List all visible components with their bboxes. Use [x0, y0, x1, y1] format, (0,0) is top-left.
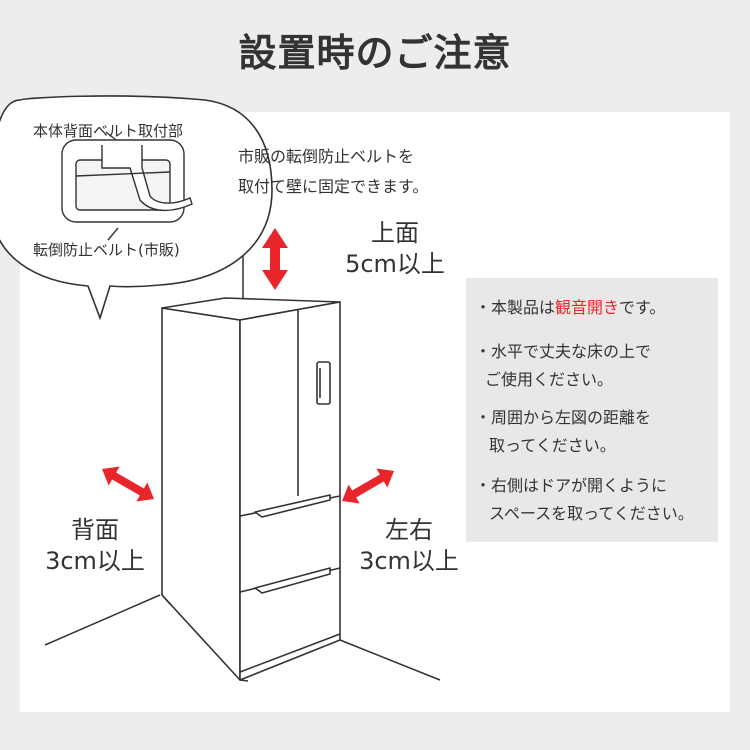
- belt-note: 市販の転倒防止ベルトを 取付て壁に固定できます。: [238, 142, 428, 202]
- info-item-distance: ・周囲から左図の距離を 取ってください。: [475, 404, 651, 460]
- belt-note-line1: 市販の転倒防止ベルトを: [238, 147, 415, 166]
- info-item2-line2: ご使用ください。: [485, 370, 614, 389]
- bubble-label-belt: 転倒防止ベルト(市販): [33, 241, 180, 259]
- info-item4-line1: ・右側はドアが開くように: [475, 476, 668, 495]
- info-item4-line2: スペースを取ってください。: [489, 504, 694, 523]
- info-item-floor: ・水平で丈夫な床の上で ご使用ください。: [475, 338, 651, 394]
- side-clearance-value: 3cm以上: [359, 547, 459, 575]
- info-box: [466, 278, 718, 542]
- top-clearance-label: 上面 5cm以上: [330, 218, 460, 280]
- info-item1-highlight: 観音開き: [555, 298, 620, 317]
- side-clearance-title: 左右: [385, 516, 433, 544]
- belt-bracket-illustration: [61, 131, 193, 241]
- bubble-label-bracket: 本体背面ベルト取付部: [33, 122, 184, 140]
- back-clearance-title: 背面: [71, 516, 119, 544]
- info-item-door-type: ・本製品は観音開きです。: [475, 294, 665, 322]
- back-clearance-label: 背面 3cm以上: [30, 515, 160, 577]
- info-item3-line2: 取ってください。: [489, 436, 616, 455]
- info-item3-line1: ・周囲から左図の距離を: [475, 408, 652, 427]
- info-item1-prefix: ・本製品は: [475, 298, 556, 317]
- info-item2-line1: ・水平で丈夫な床の上で: [475, 342, 652, 361]
- side-clearance-label: 左右 3cm以上: [344, 515, 474, 577]
- info-item1-suffix: です。: [619, 298, 666, 317]
- belt-note-line2: 取付て壁に固定できます。: [238, 177, 429, 196]
- info-item-door-space: ・右側はドアが開くように スペースを取ってください。: [475, 472, 694, 528]
- top-clearance-value: 5cm以上: [345, 250, 445, 278]
- back-clearance-value: 3cm以上: [45, 547, 145, 575]
- top-clearance-title: 上面: [371, 219, 419, 247]
- double-arrow-icon: [102, 228, 394, 504]
- page-title: 設置時のご注意: [238, 31, 512, 75]
- refrigerator-illustration: [161, 297, 341, 682]
